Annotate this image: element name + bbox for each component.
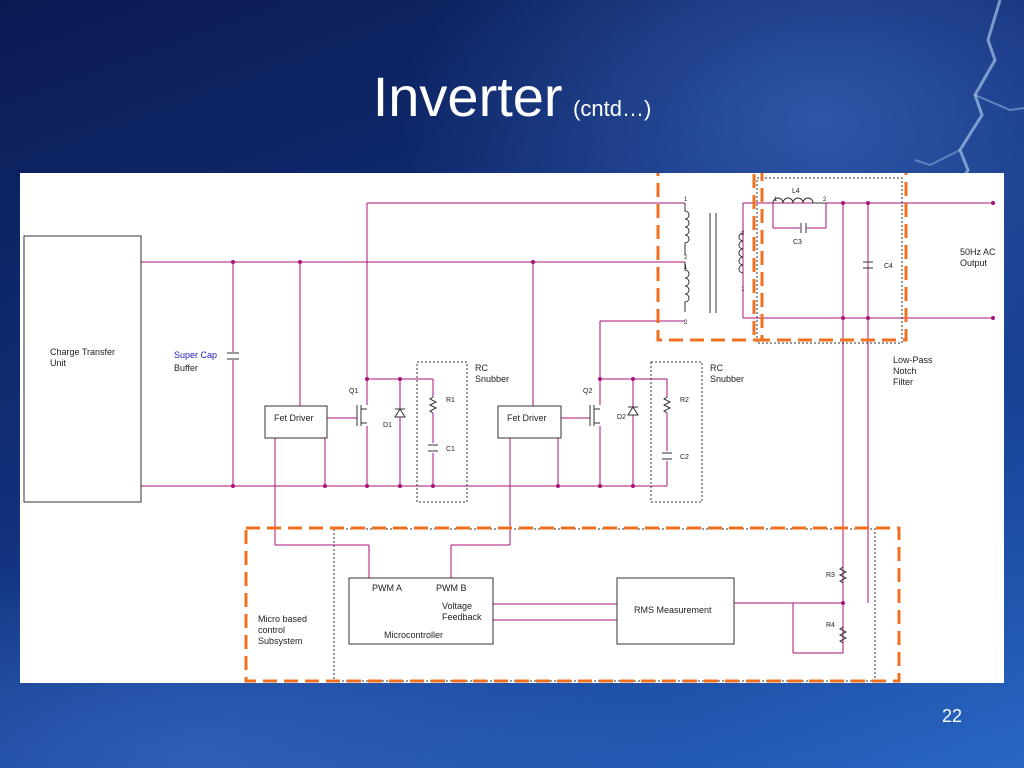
rms-label: RMS Measurement — [634, 605, 712, 615]
mosfet-q1 — [356, 405, 367, 426]
inductor-l4 — [772, 197, 826, 204]
pin-2c: 2 — [741, 231, 745, 237]
pin-l4-2: 2 — [823, 197, 827, 203]
fet-driver-1-label: Fet Driver — [274, 413, 314, 423]
title-text: Inverter — [372, 65, 563, 128]
rc-snubber-1-label: RC Snubber — [475, 363, 510, 384]
pin-1b: 1 — [684, 265, 688, 271]
r4-label: R4 — [826, 622, 835, 629]
wires — [141, 202, 993, 654]
pwm-a-label: PWM A — [372, 583, 403, 593]
r2-label: R2 — [680, 397, 689, 404]
microcontroller-label: Microcontroller — [384, 630, 444, 640]
circuit-diagram: Charge Transfer Unit Super Cap Buffer Fe… — [20, 173, 1004, 683]
fet-driver-box-2 — [497, 405, 562, 439]
low-pass-label: Low-Pass Notch Filter — [893, 355, 933, 387]
junctions — [231, 201, 995, 605]
c2-label: C2 — [680, 454, 689, 461]
pin-l4-1: 1 — [774, 197, 778, 203]
highlight-boxes — [244, 173, 908, 683]
circuit-svg — [23, 173, 995, 683]
c4-label: C4 — [884, 263, 893, 270]
microcontroller-box — [348, 577, 494, 645]
c1-label: C1 — [446, 446, 455, 453]
transformer — [684, 203, 744, 313]
r1-label: R1 — [446, 397, 455, 404]
rms-box — [616, 577, 735, 645]
pwm-b-label: PWM B — [436, 583, 467, 593]
fet-driver-2-label: Fet Driver — [507, 413, 547, 423]
resistor-r4 — [838, 626, 848, 644]
resistor-r2 — [662, 396, 672, 414]
pin-1a: 1 — [684, 197, 688, 203]
q2-label: Q2 — [583, 388, 593, 395]
c3-label: C3 — [793, 239, 802, 246]
resistor-r1 — [428, 396, 438, 414]
capacitor-c3 — [800, 223, 807, 233]
ac-output-label: 50Hz AC Output — [960, 247, 996, 268]
fet-driver-box-1 — [264, 405, 328, 439]
charge-transfer-label: Charge Transfer Unit — [50, 347, 116, 368]
resistor-r3 — [838, 566, 848, 584]
voltage-feedback-label: Voltage Feedback — [442, 601, 482, 622]
l4-label: L4 — [792, 188, 800, 195]
q1-label: Q1 — [349, 388, 359, 395]
capacitor-c2 — [662, 452, 672, 460]
page-number: 22 — [941, 706, 962, 726]
d1-label: D1 — [383, 422, 392, 429]
subtitle-text: (cntd…) — [573, 96, 652, 121]
pin-2b: 2 — [684, 320, 688, 326]
dashed-boxes — [333, 177, 903, 682]
super-cap-symbol — [227, 352, 239, 360]
micro-subsystem-label: Micro based control Subsystem — [258, 614, 308, 646]
pin-2a: 2 — [684, 255, 688, 261]
capacitor-c4 — [863, 261, 873, 269]
charge-transfer-box — [23, 235, 142, 503]
r3-label: R3 — [826, 572, 835, 579]
d2-label: D2 — [617, 414, 626, 421]
rc-snubber-2-label: RC Snubber — [710, 363, 745, 384]
mosfet-q2 — [589, 405, 600, 426]
diode-d1 — [394, 408, 406, 418]
diode-d2 — [627, 406, 639, 416]
pin-1c: 1 — [741, 287, 745, 293]
buffer-label: Buffer — [174, 363, 198, 373]
slide-title: Inverter (cntd…) — [0, 64, 1024, 129]
capacitor-c1 — [428, 444, 438, 452]
super-cap-label: Super Cap — [174, 350, 218, 360]
